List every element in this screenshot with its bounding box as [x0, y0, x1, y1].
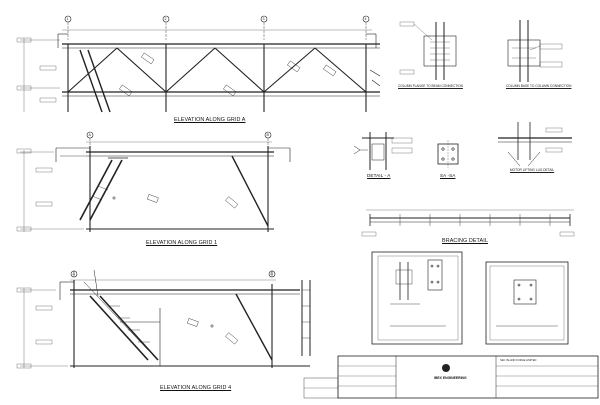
view-title-grid-4: ELEVATION ALONG GRID 4 [160, 385, 232, 391]
view-title-detail-a: DETAIL - A [367, 173, 391, 178]
grid-label-1: 1 [66, 17, 69, 21]
column-base-detail [507, 20, 563, 82]
column-flange-detail [399, 21, 457, 80]
view-title-grid-a: ELEVATION ALONG GRID A [174, 117, 246, 123]
grid-bubble-4 [362, 15, 370, 23]
view-title-section-sa: SA -SA [440, 173, 456, 178]
motor-lifting-lug [498, 122, 572, 167]
company-name: IBEX ENGINEERING [434, 376, 467, 380]
grid-label-b-4: B [270, 272, 273, 276]
elevation-grid-a [16, 15, 381, 113]
section-sa-sa [437, 140, 459, 168]
grid-label-4: 4 [364, 17, 367, 21]
client-name: SEC ISLAND FORGE LIMITED [500, 359, 537, 362]
grid-bubble-1 [64, 15, 72, 23]
view-title-grid-1: ELEVATION ALONG GRID 1 [146, 240, 218, 246]
grid-label-3: 3 [262, 17, 265, 21]
grid-bubble-2 [162, 15, 170, 23]
grid-bubble-3 [260, 15, 268, 23]
view-title-column-flange: COLUMN FLANGE TO BEAM CONNECTION [398, 84, 463, 88]
grid-label-b-1: B [266, 133, 269, 137]
title-block [303, 355, 599, 399]
grid-label-a-1: A [88, 133, 91, 137]
grid-label-2: 2 [164, 17, 167, 21]
view-title-motor-lifting-lug: MOTOR LIFTING LUG DETAIL [510, 168, 555, 172]
detail-a [353, 132, 413, 170]
bracing-detail [361, 209, 575, 237]
boxed-detail-panel [371, 251, 569, 345]
view-title-column-base: COLUMN BASE TO COLUMN CONNECTION [506, 84, 572, 88]
elevation-grid-1 [16, 131, 291, 232]
elevation-grid-4 [16, 269, 311, 369]
view-title-bracing-detail: BRACING DETAIL [442, 238, 488, 244]
grid-label-a-4: A [72, 272, 75, 276]
